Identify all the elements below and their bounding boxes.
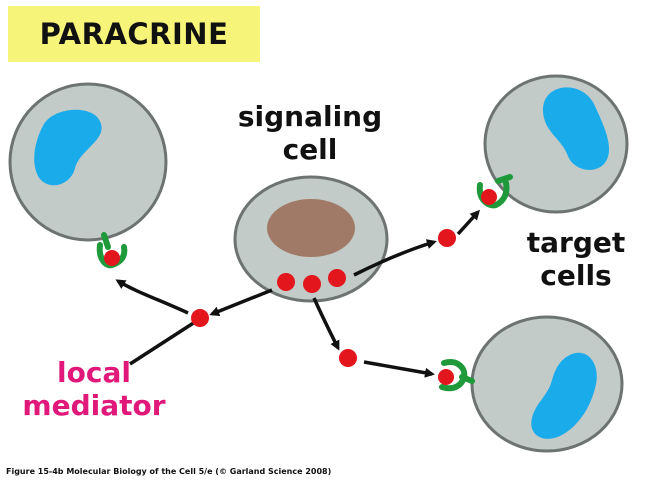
signaling-cell-label-line2: cell bbox=[282, 133, 338, 167]
arrow-to-upper-left-target bbox=[115, 279, 189, 315]
local-mediator-label-line1: local bbox=[57, 356, 131, 389]
target-cells-label-line1: target bbox=[526, 226, 626, 259]
mediator-dot bbox=[438, 229, 456, 247]
signaling-cell bbox=[233, 175, 389, 303]
target-cells-label-line2: cells bbox=[540, 259, 612, 293]
diagram-title: PARACRINE bbox=[39, 17, 229, 51]
mediator-molecules bbox=[104, 189, 497, 385]
target-cell-lower-right bbox=[470, 315, 624, 453]
bound-mediator-dot bbox=[104, 250, 120, 266]
target-nucleus bbox=[531, 352, 597, 439]
target-cell-upper-left bbox=[8, 82, 168, 242]
mediator-dot bbox=[339, 349, 357, 367]
bound-mediator-dot bbox=[438, 369, 454, 385]
signaling-cell-label: signaling cell bbox=[225, 100, 395, 166]
cell-membrane bbox=[470, 315, 624, 453]
signaling-cell-label-line1: signaling bbox=[237, 100, 383, 133]
signaling-nucleus bbox=[267, 199, 355, 257]
arrows bbox=[115, 209, 481, 378]
target-cells-label: target cells bbox=[520, 226, 632, 292]
receptor-lower-right bbox=[439, 359, 475, 392]
local-mediator-label-line2: mediator bbox=[22, 389, 166, 423]
label-pointer-line bbox=[129, 320, 196, 366]
mediator-dot bbox=[277, 273, 295, 291]
cell-membrane bbox=[8, 82, 168, 242]
bound-mediator-dot bbox=[481, 189, 497, 205]
target-nucleus bbox=[542, 87, 610, 170]
target-nucleus bbox=[34, 109, 102, 186]
mediator-dot bbox=[191, 309, 209, 327]
arrow-to-lower-right-target bbox=[363, 360, 435, 378]
title-box: PARACRINE bbox=[8, 6, 260, 62]
mediator-dot bbox=[303, 275, 321, 293]
arrow-to-mediator-lower bbox=[312, 297, 340, 351]
figure-caption: Figure 15-4b Molecular Biology of the Ce… bbox=[6, 467, 332, 476]
target-cell-upper-right bbox=[483, 74, 629, 214]
arrow-to-mediator-left bbox=[209, 288, 273, 317]
arrow-to-upper-right-target bbox=[456, 209, 481, 236]
mediator-dot bbox=[328, 269, 346, 287]
local-mediator-label: local mediator bbox=[18, 356, 170, 422]
arrow-to-mediator-upper-right bbox=[353, 239, 437, 277]
